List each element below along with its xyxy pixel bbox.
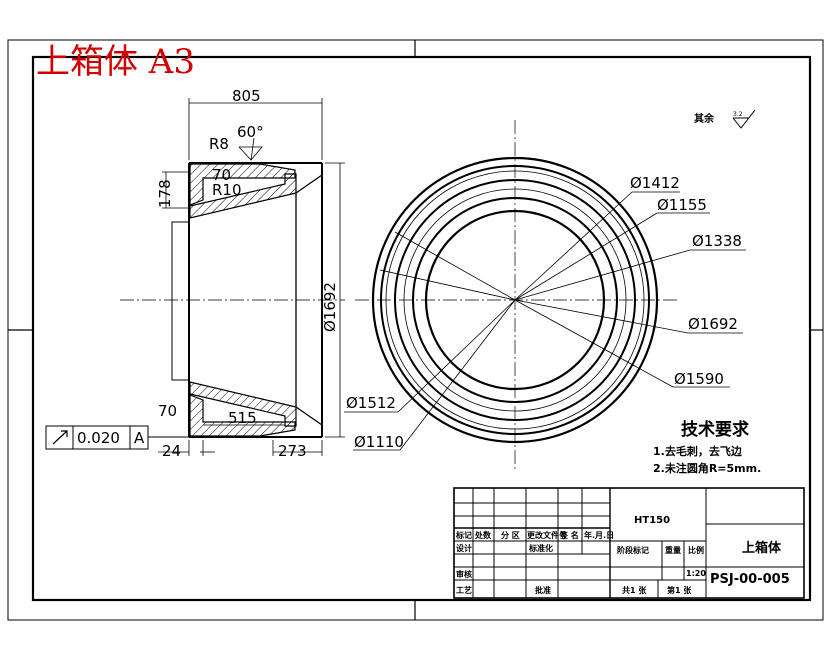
label-date: 年.月.日 — [584, 530, 614, 540]
dim-805: 805 — [232, 87, 261, 105]
tech-req-heading: 技术要求 — [681, 419, 749, 440]
inner-frame — [31, 55, 812, 602]
dim-70-top: 70 — [212, 166, 231, 184]
roughness-symbol-value: 3.2 — [733, 111, 743, 118]
dim-r10: R10 — [212, 181, 242, 199]
roughness-note: 其余 — [694, 112, 715, 125]
label-approve: 批准 — [535, 585, 551, 595]
material-cell: HT150 — [634, 515, 670, 526]
label-sign: 签 名 — [559, 530, 579, 540]
sheet-number: 第1 张 — [667, 585, 692, 595]
tolerance-datum: A — [134, 429, 145, 447]
scale-value: 1:20 — [686, 569, 706, 578]
dim-1512: Ø1512 — [346, 394, 396, 412]
dim-1110: Ø1110 — [354, 433, 404, 451]
dim-1692-front: Ø1692 — [688, 315, 738, 333]
drawing-no-cell: PSJ-00-005 — [710, 572, 790, 587]
label-design: 设计 — [456, 543, 472, 553]
tolerance-frame — [45, 425, 189, 450]
tech-req-item-1: 1.去毛刺，去飞边 — [653, 444, 743, 458]
front-view-leaders — [344, 191, 746, 451]
dim-r8: R8 — [209, 135, 229, 153]
part-name-cell: 上箱体 — [742, 540, 782, 556]
label-scale: 比例 — [688, 545, 704, 555]
dim-70-bottom: 70 — [158, 402, 177, 420]
dim-273: 273 — [278, 442, 307, 460]
dim-1590: Ø1590 — [674, 370, 724, 388]
dim-1412: Ø1412 — [630, 174, 680, 192]
label-zone: 分 区 — [501, 530, 520, 540]
dim-178: 178 — [156, 179, 174, 208]
dim-1692-side: Ø1692 — [321, 282, 339, 332]
label-review: 审核 — [456, 569, 472, 579]
tech-req-item-2: 2.未注圆角R=5mm. — [653, 461, 761, 475]
label-count: 处数 — [474, 530, 492, 540]
roughness-symbol-icon — [732, 109, 756, 129]
circular-runout-icon — [52, 430, 68, 445]
side-view-dimensions — [158, 98, 345, 456]
label-change-doc: 更改文件号 — [527, 530, 567, 540]
label-mark: 标记 — [455, 530, 472, 540]
dim-1338: Ø1338 — [692, 232, 742, 250]
dim-515: 515 — [228, 409, 257, 427]
label-stage: 阶段标记 — [617, 545, 649, 555]
sheets-total: 共1 张 — [622, 585, 647, 595]
dim-24: 24 — [162, 442, 181, 460]
front-view — [355, 120, 680, 470]
dim-angle-60: 60° — [237, 123, 264, 141]
tolerance-value: 0.020 — [77, 429, 120, 447]
label-standard: 标准化 — [528, 543, 553, 553]
sheet-title: 上箱体 A3 — [36, 42, 195, 82]
dim-1155: Ø1155 — [657, 196, 707, 214]
label-weight: 重量 — [665, 545, 681, 555]
label-process: 工艺 — [456, 585, 472, 595]
side-view — [120, 162, 345, 438]
title-block — [453, 487, 805, 599]
